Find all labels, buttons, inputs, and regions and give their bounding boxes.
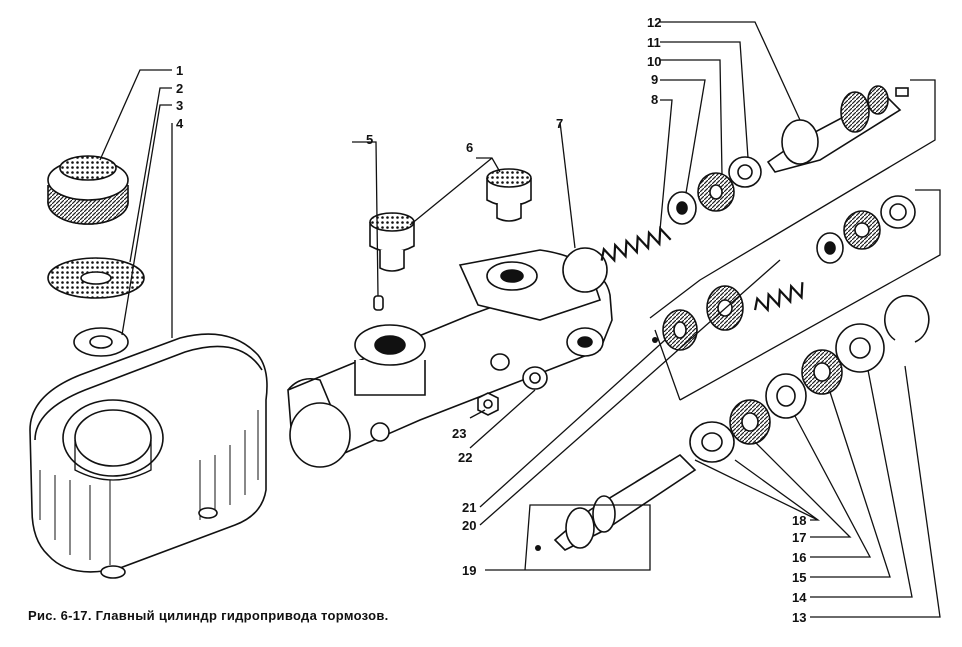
label-1: 1	[176, 63, 183, 78]
label-21: 21	[462, 500, 476, 515]
ring-16	[765, 373, 807, 419]
inlet-fitting-left	[369, 212, 415, 272]
washer-mid	[880, 195, 916, 229]
reservoir-body	[29, 333, 268, 579]
seal-15	[801, 349, 843, 395]
reservoir-filter-screen	[47, 257, 145, 299]
cup-9	[667, 191, 697, 225]
label-11: 11	[647, 35, 661, 50]
label-19: 19	[462, 563, 476, 578]
label-18: 18	[792, 513, 806, 528]
label-10: 10	[647, 54, 661, 69]
seal-10	[697, 172, 735, 212]
cup-21	[662, 309, 698, 351]
label-22: 22	[458, 450, 472, 465]
label-2: 2	[176, 81, 183, 96]
label-3: 3	[176, 98, 183, 113]
label-23: 23	[452, 426, 466, 441]
label-14: 14	[792, 590, 807, 605]
spring-mid	[753, 282, 804, 313]
piston-12	[766, 85, 909, 173]
leader-lines	[99, 21, 941, 618]
label-8: 8	[651, 92, 658, 107]
figure-caption: Рис. 6-17. Главный цилиндр гидропривода …	[28, 608, 389, 623]
part-labels: 1 2 3 4 5 6 7 8 9 10 11 12 13 14 15 16 1…	[176, 15, 807, 625]
washer-11	[728, 156, 762, 188]
label-16: 16	[792, 550, 806, 565]
spring-8	[600, 226, 672, 263]
bushing-14	[835, 323, 885, 373]
washer-18	[689, 421, 735, 463]
seal-17	[729, 399, 771, 445]
label-5: 5	[366, 132, 373, 147]
seal-mid	[843, 210, 881, 250]
retaining-ring-13	[883, 295, 930, 343]
pushrod-piston-19	[553, 453, 697, 551]
washer-22	[522, 366, 548, 390]
master-cylinder-body	[287, 247, 613, 468]
label-7: 7	[556, 116, 563, 131]
cup-mid	[816, 232, 844, 264]
label-13: 13	[792, 610, 806, 625]
label-20: 20	[462, 518, 476, 533]
label-17: 17	[792, 530, 806, 545]
label-12: 12	[647, 15, 661, 30]
reservoir-gasket	[73, 327, 129, 357]
label-4: 4	[176, 116, 184, 131]
inlet-fitting-right	[486, 168, 532, 222]
nut-23	[477, 392, 499, 416]
bleeder-plug	[373, 295, 384, 311]
label-9: 9	[651, 72, 658, 87]
reservoir-cap	[47, 155, 129, 225]
label-6: 6	[466, 140, 473, 155]
label-15: 15	[792, 570, 806, 585]
